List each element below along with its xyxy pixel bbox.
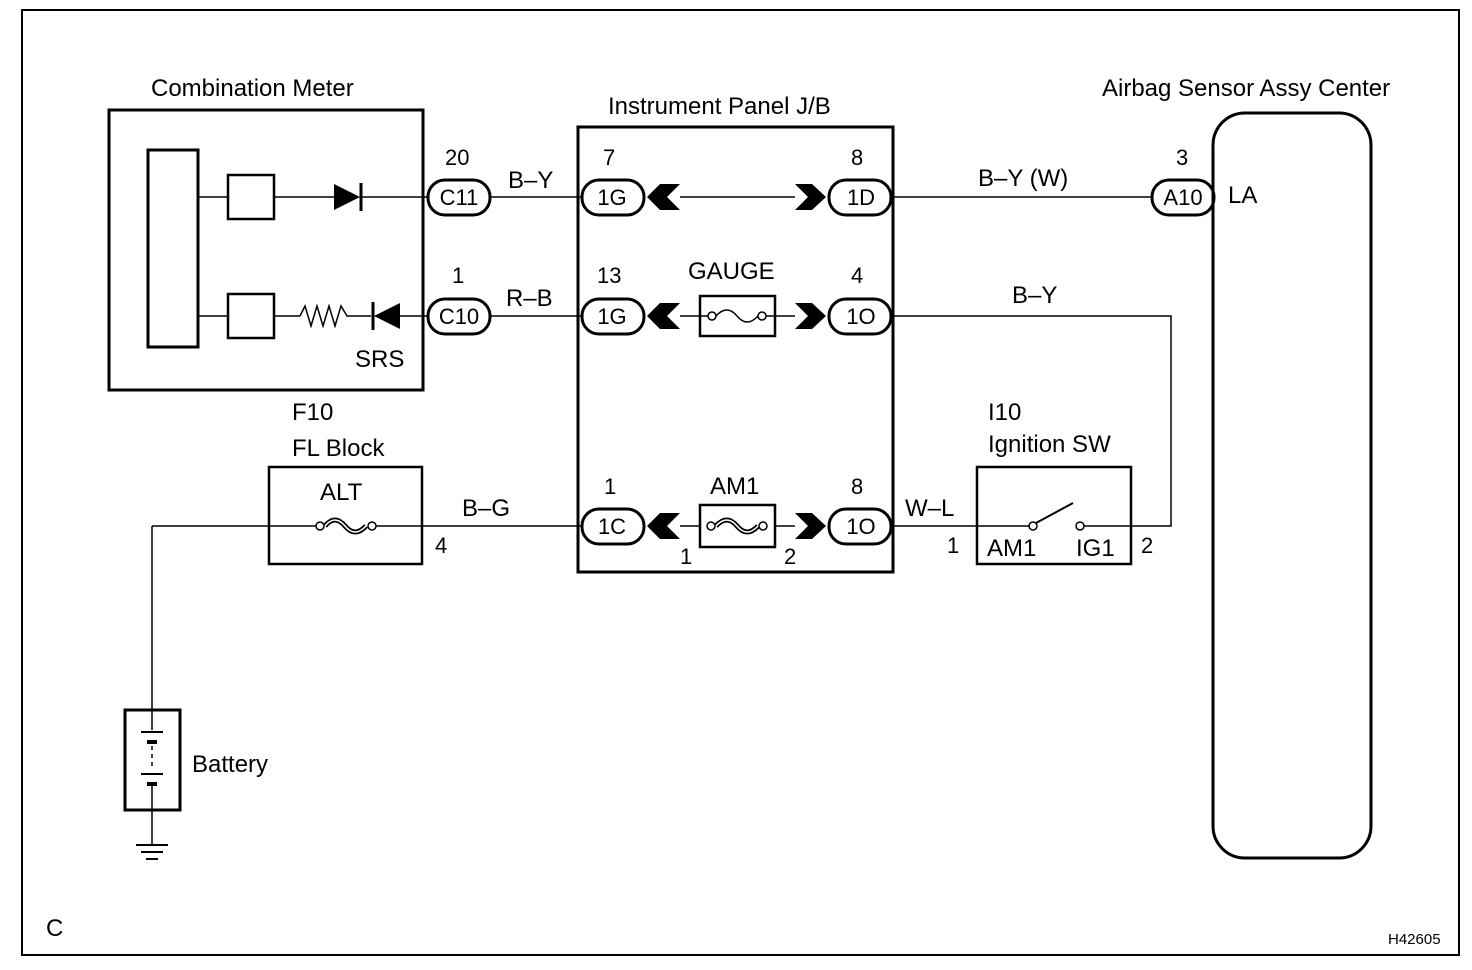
connector-a10 bbox=[1150, 178, 1216, 217]
jb-title: Instrument Panel J/B bbox=[608, 93, 831, 120]
ignition-terminal-ig1: IG1 bbox=[1076, 535, 1115, 562]
jb-pin-right-top: 8 bbox=[851, 145, 863, 170]
battery-label: Battery bbox=[192, 751, 268, 778]
combination-meter-box bbox=[107, 108, 425, 392]
wire-label-jb-ignition: W–L bbox=[905, 495, 954, 522]
ignition-pin-right: 2 bbox=[1141, 533, 1153, 558]
airbag-terminal-label: LA bbox=[1228, 182, 1257, 209]
terminal-arrow-icon bbox=[795, 303, 826, 329]
meter-indicator-srs bbox=[226, 292, 276, 340]
jb-box bbox=[576, 125, 895, 574]
connector-c11-label: C11 bbox=[440, 185, 479, 210]
wire-label-jb-airbag: B–Y (W) bbox=[978, 165, 1068, 192]
meter-pin-top: 20 bbox=[445, 145, 469, 170]
connector-1g-mid-label: 1G bbox=[597, 304, 626, 329]
switch-contact-icon bbox=[1028, 521, 1038, 531]
connector-c10-label: C10 bbox=[439, 304, 479, 329]
terminal-arrow-icon bbox=[795, 184, 826, 210]
diode-icon bbox=[334, 184, 360, 210]
terminal-arrow-icon bbox=[647, 184, 680, 210]
jb-pin-right-bot: 8 bbox=[851, 474, 863, 499]
terminal-arrow-icon bbox=[647, 513, 680, 539]
wire-label-meter-jb-mid: R–B bbox=[506, 285, 553, 312]
combination-meter-title: Combination Meter bbox=[151, 75, 354, 102]
connector-1c-label: 1C bbox=[598, 514, 626, 539]
figure-code: H42605 bbox=[1388, 931, 1441, 948]
connector-1g-mid bbox=[580, 297, 646, 336]
resistor-icon bbox=[299, 303, 352, 329]
airbag-sensor-box bbox=[1211, 111, 1373, 860]
wire-label-fl-jb: B–G bbox=[462, 495, 510, 522]
ground-icon bbox=[136, 844, 168, 860]
ignition-terminal-am1: AM1 bbox=[987, 535, 1036, 562]
ignition-title: Ignition SW bbox=[988, 431, 1111, 458]
battery-icon bbox=[141, 710, 163, 810]
connector-1g-top bbox=[580, 178, 646, 217]
srs-label: SRS bbox=[355, 346, 404, 373]
alt-fuse-label: ALT bbox=[320, 479, 363, 506]
wire-label-gauge-ignition: B–Y bbox=[1012, 282, 1057, 309]
connector-1g-top-label: 1G bbox=[597, 185, 626, 210]
fusible-link-icon bbox=[706, 521, 716, 531]
ignition-code: I10 bbox=[988, 399, 1021, 426]
meter-display-bar bbox=[146, 148, 200, 349]
jb-pin-left-bot: 1 bbox=[604, 474, 616, 499]
connector-a10-label: A10 bbox=[1163, 185, 1202, 210]
am1-fuse-label: AM1 bbox=[710, 473, 759, 500]
switch-contact-icon bbox=[1075, 521, 1085, 531]
wire-label-meter-jb-top: B–Y bbox=[508, 167, 553, 194]
connector-1o-mid-label: 1O bbox=[846, 304, 875, 329]
airbag-sensor-title: Airbag Sensor Assy Center bbox=[1102, 75, 1390, 102]
wire-gauge-ignition bbox=[891, 315, 1172, 527]
switch-lever-icon bbox=[1035, 502, 1074, 524]
fl-block-pin: 4 bbox=[435, 533, 447, 558]
terminal-arrow-icon bbox=[795, 513, 826, 539]
corner-letter: C bbox=[46, 915, 63, 942]
jb-pin-left-mid: 13 bbox=[597, 263, 621, 288]
fl-block-code: F10 bbox=[292, 399, 333, 426]
gauge-fuse-label: GAUGE bbox=[688, 258, 775, 285]
ignition-pin-left: 1 bbox=[947, 533, 959, 558]
jb-pin-left-top: 7 bbox=[603, 145, 615, 170]
terminal-arrow-icon bbox=[647, 303, 680, 329]
connector-1o-bot-label: 1O bbox=[846, 514, 875, 539]
fuse-icon bbox=[707, 311, 717, 321]
jb-pin-right-mid: 4 bbox=[851, 263, 863, 288]
am1-pin-left: 1 bbox=[680, 544, 692, 569]
airbag-pin: 3 bbox=[1176, 145, 1188, 170]
fl-block-title: FL Block bbox=[292, 435, 385, 462]
ignition-switch-box bbox=[975, 465, 1133, 566]
meter-pin-mid: 1 bbox=[452, 263, 464, 288]
fl-block-box bbox=[267, 465, 424, 566]
led-diode-icon bbox=[374, 303, 400, 329]
am1-pin-right: 2 bbox=[784, 544, 796, 569]
diagram-frame bbox=[21, 9, 1460, 956]
meter-indicator-top bbox=[226, 173, 276, 221]
connector-1d-label: 1D bbox=[847, 185, 875, 210]
fusible-link-icon bbox=[315, 521, 325, 531]
